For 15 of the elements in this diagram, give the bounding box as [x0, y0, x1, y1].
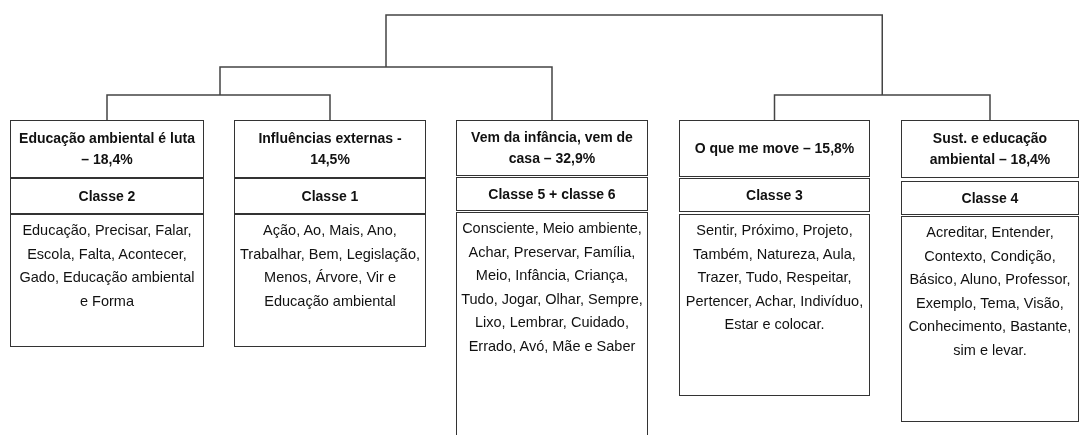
cluster-title-box: Influências externas - 14,5%	[234, 120, 426, 178]
cluster-title-box: Vem da infância, vem de casa – 32,9%	[456, 120, 648, 176]
class-label-box: Classe 3	[679, 178, 870, 212]
cluster-title-box: Educação ambiental é luta – 18,4%	[10, 120, 204, 178]
class-label-box: Classe 4	[901, 181, 1079, 215]
cluster-title-box: Sust. e educação ambiental – 18,4%	[901, 120, 1079, 178]
word-list-box: Sentir, Próximo, Projeto, Também, Natureza, Aula, Trazer, Tudo, Respeitar, Pertencer, Achar, Indivíduo, Estar e colocar.	[679, 214, 870, 396]
cluster-title-box: O que me move – 15,8%	[679, 120, 870, 177]
word-list-box: Educação, Precisar, Falar, Escola, Falta, Acontecer, Gado, Educação ambiental e Forma	[10, 214, 204, 347]
word-list-box: Ação, Ao, Mais, Ano, Trabalhar, Bem, Legislação, Menos, Árvore, Vir e Educação ambiental	[234, 214, 426, 347]
word-list-box: Consciente, Meio ambiente, Achar, Preservar, Família, Meio, Infância, Criança, Tudo, Jogar, Olhar, Sempre, Lixo, Lembrar, Cuidado, Errado, Avó, Mãe e Saber	[456, 212, 648, 435]
class-label-box: Classe 5 + classe 6	[456, 177, 648, 211]
class-label-box: Classe 1	[234, 178, 426, 214]
class-label-box: Classe 2	[10, 178, 204, 214]
word-list-box: Acreditar, Entender, Contexto, Condição, Básico, Aluno, Professor, Exemplo, Tema, Visão, Conhecimento, Bastante, sim e levar.	[901, 216, 1079, 422]
